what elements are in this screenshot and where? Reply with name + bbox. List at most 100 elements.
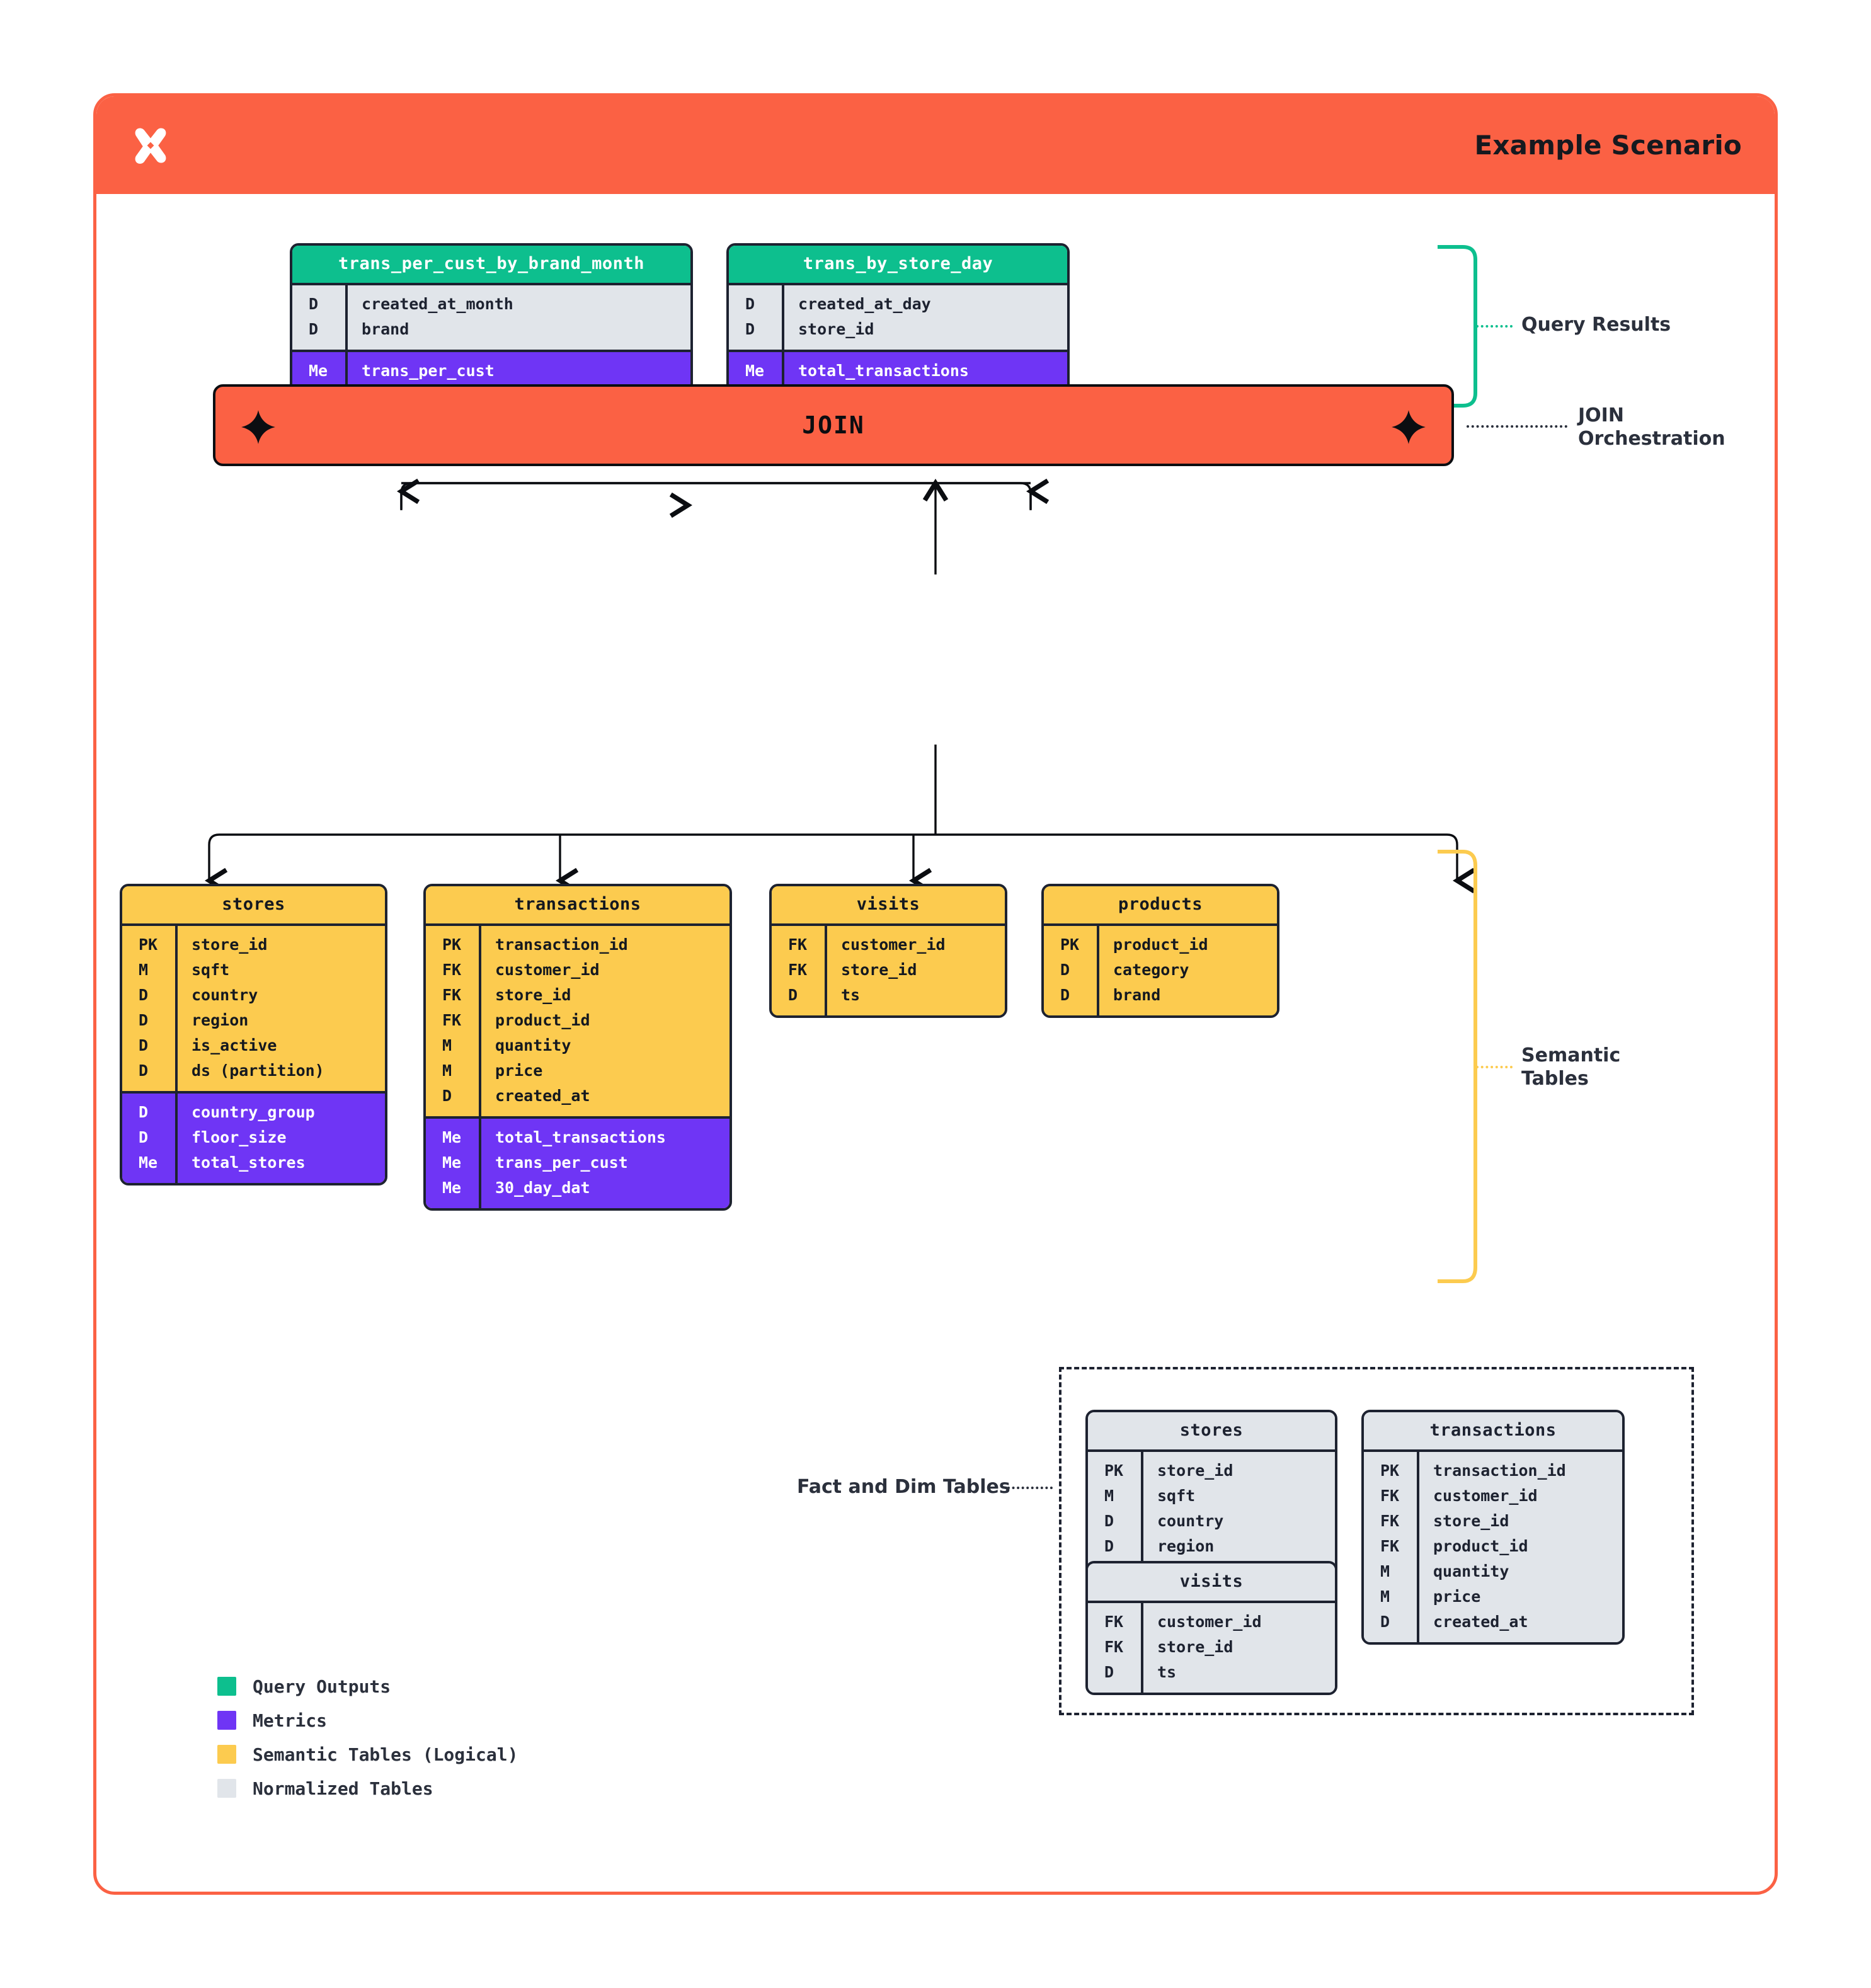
table-row: D created_at_day	[729, 291, 1067, 316]
metric-name: total_transactions	[495, 1128, 666, 1146]
field-name: country	[192, 985, 258, 1004]
field-key: FK	[1104, 1637, 1124, 1656]
field-name: price	[495, 1061, 543, 1080]
field-name: customer_id	[841, 935, 946, 954]
field-key: FK	[788, 960, 808, 979]
metric-name: floor_size	[192, 1128, 287, 1146]
card-header: Example Scenario	[96, 96, 1775, 194]
field-key: D	[139, 1010, 149, 1029]
table-row: FK store_id	[772, 957, 1005, 982]
field-name: created_at	[495, 1086, 590, 1105]
field-name: quantity	[495, 1036, 571, 1054]
table-fields: D created_at_day D store_id	[729, 285, 1067, 350]
table-row: FK store_id	[1088, 1634, 1335, 1659]
field-key: D	[1104, 1536, 1114, 1555]
table-title: trans_per_cust_by_brand_month	[292, 246, 690, 285]
field-name: customer_id	[1433, 1486, 1538, 1505]
semantic-table-transactions[interactable]: transactions PK transaction_id FK customer…	[423, 884, 732, 1211]
table-title: stores	[1088, 1412, 1335, 1452]
table-title: transactions	[426, 886, 730, 926]
field-name: quantity	[1433, 1562, 1509, 1580]
legend-label: Normalized Tables	[253, 1778, 433, 1799]
field-name: country	[1157, 1511, 1224, 1530]
semantic-annotation-line2: Tables	[1521, 1067, 1589, 1090]
table-row: D created_at_month	[292, 291, 690, 316]
field-key: M	[139, 960, 149, 979]
field-name: ts	[1157, 1662, 1177, 1681]
metric-name: trans_per_cust	[362, 361, 495, 380]
query-result-table-trans-by-store-day[interactable]: trans_by_store_day D created_at_day D st…	[726, 243, 1070, 394]
metric-key: Me	[745, 361, 765, 380]
field-name: region	[192, 1010, 249, 1029]
legend-label: Semantic Tables (Logical)	[253, 1744, 518, 1765]
fact-dim-group-box	[1059, 1367, 1694, 1715]
field-name: category	[1113, 960, 1189, 979]
diagram-card: Example Scenario	[93, 93, 1778, 1895]
field-name: customer_id	[495, 960, 600, 979]
page-title: Example Scenario	[1474, 130, 1742, 161]
join-orchestration-bar[interactable]: JOIN	[213, 384, 1454, 466]
field-name: store_id	[841, 960, 917, 979]
legend-swatch-normalized-tables	[217, 1779, 236, 1798]
field-name: product_id	[495, 1010, 590, 1029]
query-result-table-trans-per-cust[interactable]: trans_per_cust_by_brand_month D created_…	[290, 243, 693, 394]
field-key: D	[745, 294, 755, 313]
table-title: stores	[122, 886, 385, 926]
metric-name: total_stores	[192, 1153, 306, 1172]
field-name: is_active	[192, 1036, 277, 1054]
metric-name: trans_per_cust	[495, 1153, 628, 1172]
table-title: products	[1044, 886, 1277, 926]
field-key: M	[442, 1061, 452, 1080]
field-key: FK	[788, 935, 808, 954]
field-name: product_id	[1433, 1536, 1528, 1555]
field-name: product_id	[1113, 935, 1208, 954]
field-name: ts	[841, 985, 861, 1004]
field-name: transaction_id	[495, 935, 628, 954]
field-key: D	[442, 1086, 452, 1105]
field-key: M	[442, 1036, 452, 1054]
field-key: M	[1104, 1486, 1114, 1505]
diagram-canvas: trans_per_cust_by_brand_month D created_…	[96, 194, 1775, 1892]
field-key: PK	[442, 935, 462, 954]
field-key: FK	[442, 960, 462, 979]
field-key: D	[139, 1036, 149, 1054]
metric-key: Me	[442, 1153, 462, 1172]
table-row: FK customer_id	[426, 957, 730, 982]
legend-swatch-semantic-tables	[217, 1745, 236, 1764]
field-name: store_id	[1157, 1637, 1233, 1656]
join-label: JOIN	[802, 411, 865, 439]
field-name: sqft	[192, 960, 230, 979]
field-name: brand	[1113, 985, 1161, 1004]
legend-item-semantic-tables: Semantic Tables (Logical)	[217, 1737, 518, 1771]
field-key: D	[139, 1061, 149, 1080]
field-key: D	[745, 319, 755, 338]
field-name: customer_id	[1157, 1612, 1262, 1631]
table-row: Me trans_per_cust	[426, 1150, 730, 1175]
table-row: PK transaction_id	[426, 932, 730, 957]
field-key: PK	[1380, 1461, 1400, 1480]
table-row: D store_id	[729, 316, 1067, 341]
metric-name: total_transactions	[798, 361, 969, 380]
